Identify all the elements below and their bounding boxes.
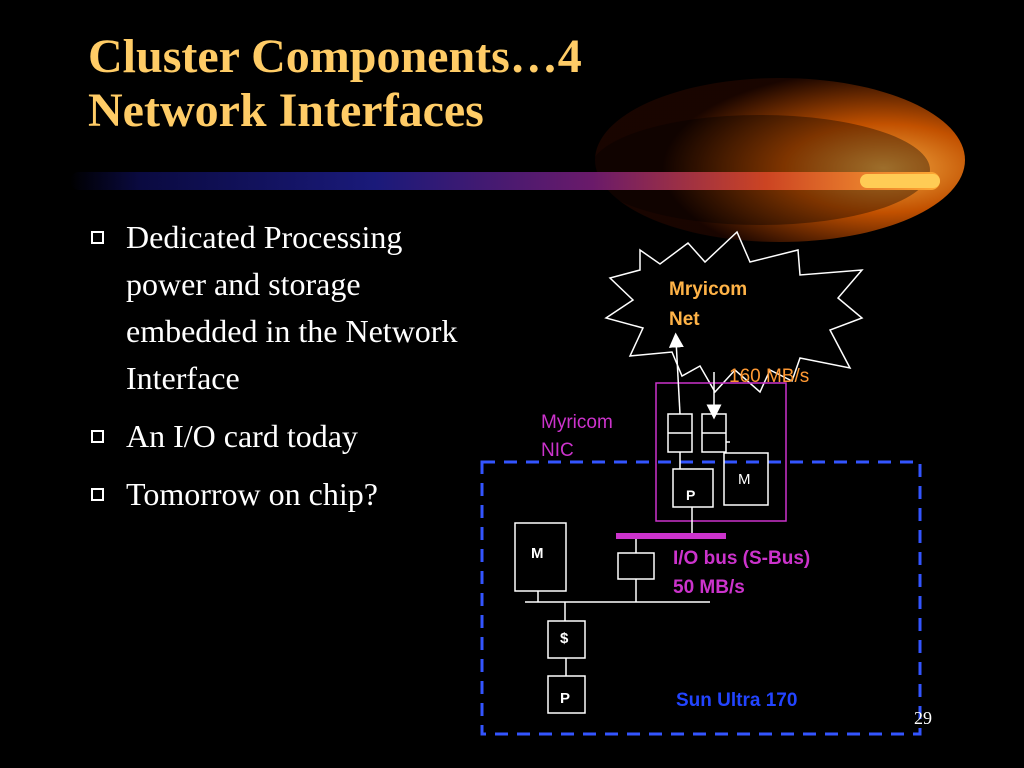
host-processor-label: P bbox=[560, 690, 571, 707]
nic-processor-box bbox=[672, 468, 714, 508]
host-processor-box bbox=[547, 675, 586, 714]
bullet-item: An I/O card today bbox=[88, 413, 488, 460]
hollow-square-bullet-icon bbox=[91, 231, 104, 244]
network-label: Mryicom Net bbox=[669, 275, 747, 335]
nic-memory-label: M bbox=[738, 471, 751, 488]
nic-label-line-2: NIC bbox=[541, 440, 574, 461]
io-bus-label: I/O bus (S-Bus) 50 MB/s bbox=[673, 544, 810, 602]
network-label-line-2: Net bbox=[669, 309, 700, 330]
sun-ultra-boundary bbox=[480, 460, 922, 736]
nic-processor-label: P bbox=[686, 487, 696, 503]
title-line-2: Network Interfaces bbox=[88, 84, 484, 137]
io-bus-label-line-1: I/O bus (S-Bus) bbox=[673, 548, 811, 569]
title-line-1: Cluster Components…4 bbox=[88, 30, 582, 83]
machine-label: Sun Ultra 170 bbox=[676, 690, 798, 711]
hollow-square-bullet-icon bbox=[91, 430, 104, 443]
host-memory-label: M bbox=[531, 545, 544, 562]
nic-box bbox=[655, 382, 787, 522]
hollow-square-bullet-icon bbox=[91, 488, 104, 501]
bullet-item: Dedicated Processing power and storage e… bbox=[88, 214, 488, 402]
link-speed-label: 160 MB/s bbox=[729, 366, 810, 387]
host-memory-box bbox=[514, 522, 567, 592]
network-cloud-shape bbox=[604, 230, 864, 394]
nic-label: Myricom NIC bbox=[541, 409, 613, 465]
page-number: 29 bbox=[914, 708, 932, 728]
arrow-to-network bbox=[668, 332, 684, 415]
bus-bridge-box bbox=[617, 552, 655, 580]
network-label-line-1: Mryicom bbox=[669, 279, 748, 300]
nic-memory-box bbox=[723, 452, 769, 506]
bullet-list: Dedicated Processing power and storage e… bbox=[88, 214, 488, 529]
nic-label-line-1: Myricom bbox=[541, 412, 613, 433]
bullet-item: Tomorrow on chip? bbox=[88, 471, 488, 518]
bullet-text: An I/O card today bbox=[126, 418, 358, 454]
bullet-text: Tomorrow on chip? bbox=[126, 476, 378, 512]
io-bus-label-line-2: 50 MB/s bbox=[673, 577, 745, 598]
cache-label: $ bbox=[560, 630, 569, 647]
slide-title: Cluster Components…4 Network Interfaces bbox=[88, 30, 582, 138]
bullet-text: Dedicated Processing power and storage e… bbox=[126, 219, 458, 396]
